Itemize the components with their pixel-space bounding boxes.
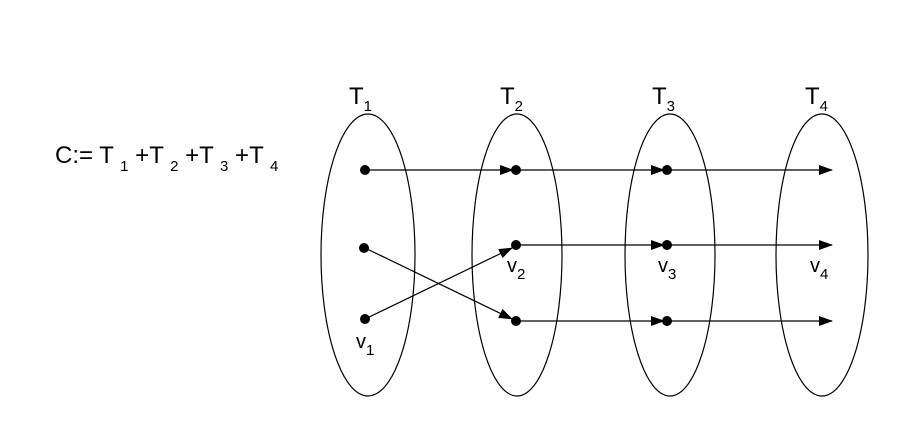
set-ellipse-t1: [320, 113, 416, 397]
formula-prefix: C:= T: [55, 142, 114, 169]
vertex-label-v4: v4: [810, 255, 828, 283]
vertex-label-v3: v3: [658, 255, 676, 283]
vertex-t3-row1: [662, 165, 672, 175]
set-ellipse-t4: [775, 113, 869, 397]
vertex-t2-row1: [511, 165, 521, 175]
formula: C:= T 1 +T 2 +T 3 +T 4: [55, 142, 278, 177]
edge-row2-t1-row3-t2: [364, 247, 513, 320]
formula-joiner-3: +T: [235, 142, 264, 169]
vertex-t2-row3: [511, 316, 521, 326]
set-label-t4: T4: [805, 83, 828, 115]
vertex-v3: [662, 240, 672, 250]
formula-sub-3: 3: [220, 158, 228, 175]
set-label-t1: T1: [349, 83, 372, 115]
set-ellipse-t3: [624, 113, 716, 397]
set-ellipse-t2: [471, 113, 563, 397]
formula-sub-1: 1: [120, 158, 128, 175]
vertex-label-v2: v2: [507, 255, 525, 283]
vertex-label-v1: v1: [356, 331, 374, 359]
formula-sub-2: 2: [170, 158, 178, 175]
vertex-v2: [511, 240, 521, 250]
vertex-v1: [360, 314, 370, 324]
set-label-t3: T3: [652, 83, 675, 115]
formula-sub-4: 4: [270, 158, 278, 175]
vertex-t1-row1: [360, 165, 370, 175]
set-label-t2: T2: [500, 83, 523, 115]
vertex-t1-row2: [359, 243, 369, 253]
vertex-t3-row3: [662, 316, 672, 326]
formula-joiner-2: +T: [185, 142, 214, 169]
formula-joiner-1: +T: [135, 142, 164, 169]
